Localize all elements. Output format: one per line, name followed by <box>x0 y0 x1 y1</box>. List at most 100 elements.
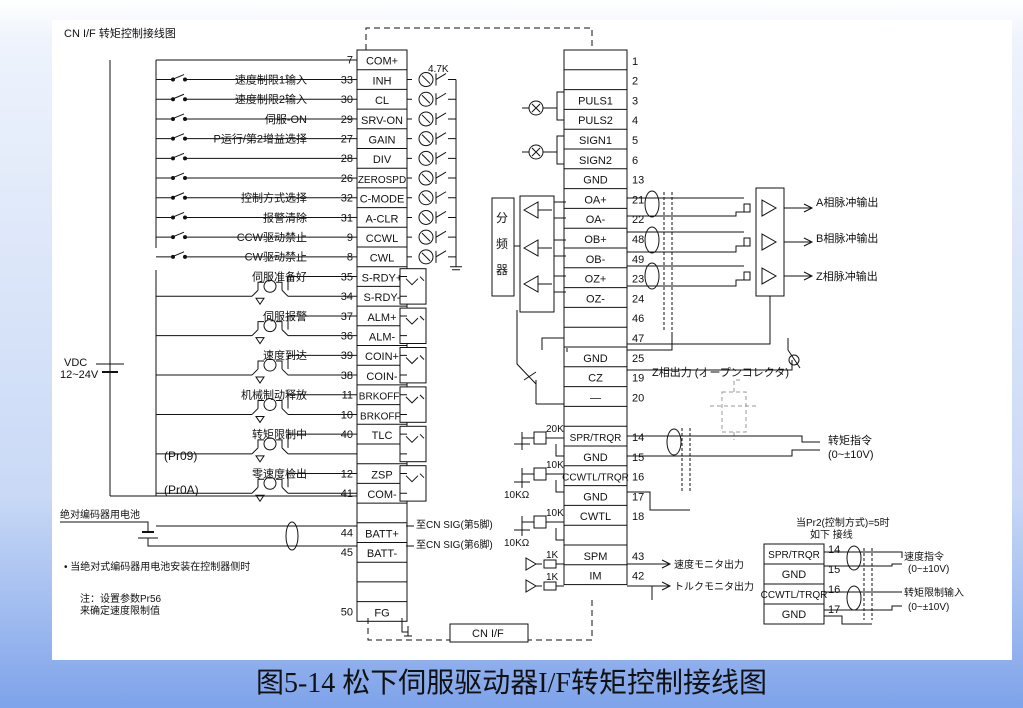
left-terminal-com-: COM+ <box>366 56 398 68</box>
right-pin-25: 25 <box>632 353 644 365</box>
opto-mark <box>421 92 447 106</box>
right-terminal-ccwtl-trqr: CCWTL/TRQR <box>562 473 629 484</box>
opto-mark <box>421 171 447 185</box>
opto-mark <box>421 112 447 125</box>
switch-contact <box>183 97 187 102</box>
relay-leg <box>257 399 283 409</box>
right-terminal-spr-trqr: SPR/TRQR <box>570 433 622 444</box>
encoder-battery: 绝对编码器用电池 <box>60 508 357 551</box>
note-param-2: 来确定速度限制值 <box>80 604 160 617</box>
pulse-input-optos <box>522 91 564 165</box>
r10k-b-label: 10KΩ <box>504 490 530 501</box>
r1k-b-label: 1K <box>546 572 559 583</box>
output-opto-lead <box>400 315 407 337</box>
left-terminal-inh: INH <box>373 75 392 87</box>
output-wiring <box>156 394 357 415</box>
left-terminal-div: DIV <box>373 154 392 166</box>
note-battery: • 当绝对式编码器用电池安装在控制器侧时 <box>64 560 250 573</box>
input-opto <box>418 249 434 265</box>
switch-contact <box>183 136 187 141</box>
top-dashed-link <box>365 27 593 50</box>
output-opto-box <box>399 307 427 345</box>
flyback-diode <box>255 376 265 384</box>
analog-input-network: 20K 10K 10KΩ 10K 10KΩ <box>504 424 564 549</box>
pr09-label: (Pr09) <box>164 449 197 463</box>
input-label-19: 转矩限制中 <box>252 427 307 441</box>
switch-contact <box>183 215 187 220</box>
note-param-1: 注：设置参数Pr56 <box>80 592 162 605</box>
switch-contact <box>183 156 187 161</box>
switch-contact <box>171 254 175 259</box>
output-opto-symbol <box>405 433 425 444</box>
right-pin-48: 48 <box>632 234 644 246</box>
r10k-c-label: 10K <box>546 508 564 519</box>
jumper-block <box>710 379 758 440</box>
speed-monitor-label: 速度モニタ出力 <box>674 558 744 571</box>
mini-terminal-3: GND <box>782 609 807 621</box>
switch-contact <box>171 176 175 181</box>
output-opto-lead <box>400 394 407 415</box>
switch-contact <box>183 176 187 181</box>
flyback-diode <box>255 297 265 306</box>
pr2-mini-wiring: 速度指令 (0~±10V) 转矩限制输入 (0~±10V) <box>824 545 964 625</box>
torque-limit-label: 转矩限制输入 <box>904 586 964 599</box>
r10k-d-label: 10KΩ <box>504 538 530 549</box>
torque-monitor-label: トルクモニタ出力 <box>674 580 754 593</box>
z-open-collector: Z相出力 (オープンコレクタ) <box>516 310 801 405</box>
left-pin-45: 45 <box>341 547 353 559</box>
monitor-outputs: 1K 1K 速度モニタ出力 トルクモニタ出力 <box>525 550 754 600</box>
divider-char-1: 分 <box>496 211 508 225</box>
right-terminal-oa-: OA- <box>586 214 606 226</box>
phase-z-output: Z相脉冲输出 <box>816 269 878 283</box>
torque-cmd-range: (0~±10V) <box>828 449 873 461</box>
output-opto-symbol <box>405 315 425 325</box>
flyback-diode <box>255 415 265 424</box>
left-pin-27: 27 <box>341 134 353 146</box>
input-switches <box>156 72 462 271</box>
input-label-21: 零速度检出 <box>252 466 307 480</box>
right-pin-19: 19 <box>632 373 644 385</box>
speed-cmd-label: 速度指令 <box>904 550 944 563</box>
right-pin-24: 24 <box>632 293 644 305</box>
torque-command-input: 转矩指令 (0~±10V) <box>627 428 873 511</box>
z-open-collector-label: Z相出力 (オープンコレクタ) <box>652 365 789 379</box>
left-terminal-gain: GAIN <box>369 135 396 147</box>
output-opto-symbol <box>405 473 425 483</box>
opto-mark <box>421 211 447 224</box>
left-terminal-tlc: TLC <box>372 430 393 442</box>
output-wiring <box>156 473 357 494</box>
left-pin-41: 41 <box>341 488 353 500</box>
right-terminal-ob-: OB- <box>586 254 606 266</box>
right-pin-20: 20 <box>632 392 644 404</box>
output-relay-coil <box>263 397 277 411</box>
left-pin-7: 7 <box>347 55 353 67</box>
flyback-diode <box>255 494 265 503</box>
switch-contact <box>183 235 187 240</box>
left-terminal-coin-: COIN- <box>366 371 398 383</box>
right-pin-43: 43 <box>632 551 644 563</box>
right-pin-18: 18 <box>632 511 644 523</box>
com-plus-bus <box>155 59 357 248</box>
input-opto <box>418 150 434 166</box>
output-opto-box <box>399 347 427 384</box>
right-pin-14: 14 <box>632 432 644 444</box>
phase-a-output: A相脉冲输出 <box>816 195 878 209</box>
output-relay-coil <box>263 476 277 490</box>
right-terminal-spm: SPM <box>584 551 608 563</box>
left-pin-31: 31 <box>341 212 353 224</box>
output-opto-box <box>399 386 427 423</box>
left-pin-44: 44 <box>341 528 353 540</box>
opto-mark <box>421 73 447 86</box>
left-terminal-cwl: CWL <box>370 253 394 265</box>
right-strip-frame <box>563 49 628 586</box>
pr0a-label: (Pr0A) <box>164 483 199 497</box>
right-terminal-gnd: GND <box>583 353 608 365</box>
left-terminal-alm-: ALM- <box>369 332 396 344</box>
output-opto-lead <box>400 433 407 455</box>
right-terminal-gnd: GND <box>583 452 608 464</box>
left-terminal-coin-: COIN+ <box>365 351 399 363</box>
mini-pin-16: 16 <box>828 584 840 596</box>
left-terminal-brkoff-: BRKOFF+ <box>359 392 406 403</box>
opto-mark <box>421 151 447 165</box>
